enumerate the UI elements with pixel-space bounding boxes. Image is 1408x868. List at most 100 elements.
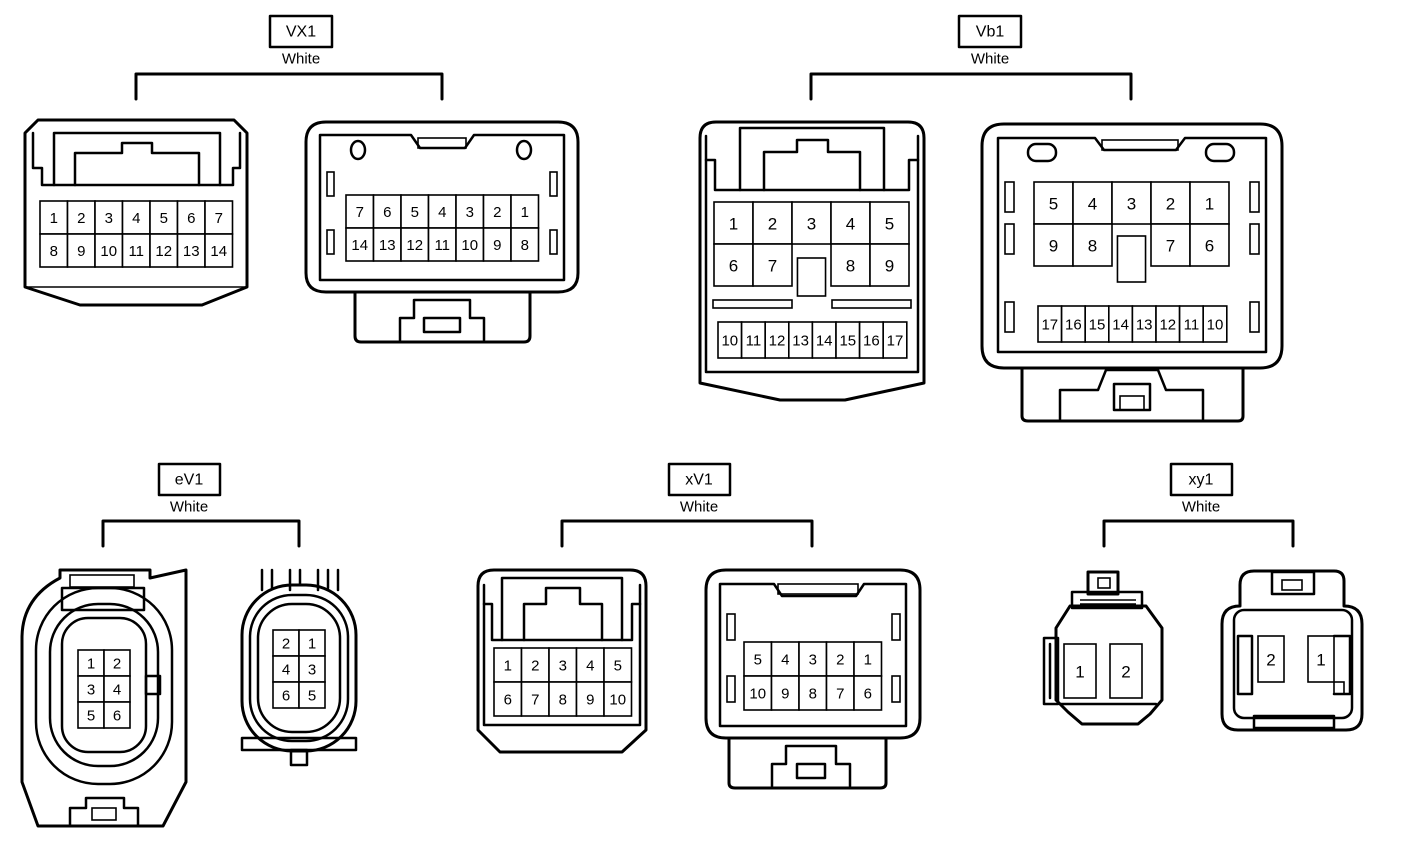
pin-number: 5 xyxy=(308,688,316,705)
pin-cell xyxy=(400,227,430,262)
pin-cell xyxy=(1189,181,1230,225)
pin-cell xyxy=(1072,223,1113,267)
pin-number: 1 xyxy=(864,652,872,669)
pin-number: 1 xyxy=(1205,195,1214,214)
pin-cell xyxy=(298,629,326,657)
pin-number: 6 xyxy=(729,257,738,276)
vb1-id-label: Vb1 xyxy=(976,24,1005,41)
pin-number: 12 xyxy=(769,333,786,350)
pin-number: 4 xyxy=(113,682,121,699)
pin-number: 8 xyxy=(559,692,567,709)
pin-number: 5 xyxy=(885,215,894,234)
pin-cell xyxy=(176,233,206,268)
pin-number: 14 xyxy=(1112,317,1129,334)
pin-number: 4 xyxy=(586,658,594,675)
pin-number: 7 xyxy=(1166,237,1175,256)
pin-cell xyxy=(1257,635,1285,683)
pin-cell xyxy=(882,321,908,359)
pin-cell xyxy=(603,681,633,717)
pin-number: 2 xyxy=(113,656,121,673)
pin-number: 10 xyxy=(749,686,766,703)
pin-number: 9 xyxy=(586,692,594,709)
pin-number: 2 xyxy=(836,652,844,669)
pin-cell xyxy=(869,201,910,245)
pin-cell xyxy=(298,681,326,709)
pin-number: 3 xyxy=(559,658,567,675)
pin-number: 6 xyxy=(383,204,391,221)
pin-cell xyxy=(345,227,375,262)
pin-number: 11 xyxy=(1184,317,1200,334)
pin-cell xyxy=(853,641,883,677)
pin-number: 5 xyxy=(1049,195,1058,214)
pin-number: 2 xyxy=(77,210,85,227)
pin-number: 14 xyxy=(816,333,833,350)
pin-number: 13 xyxy=(183,243,200,260)
pin-cell xyxy=(713,243,754,287)
center-key-block xyxy=(796,257,827,297)
pin-cell xyxy=(1189,223,1230,267)
pin-number: 1 xyxy=(308,636,316,653)
pin-number: 16 xyxy=(863,333,880,350)
pin-cell xyxy=(427,194,457,229)
xy1-label-box xyxy=(1169,462,1234,497)
pin-number: 8 xyxy=(521,237,529,254)
pin-cell xyxy=(752,243,793,287)
pin-number: 8 xyxy=(1088,237,1097,256)
pin-number: 3 xyxy=(1127,195,1136,214)
pin-cell xyxy=(66,233,96,268)
pin-cell xyxy=(272,629,300,657)
pin-cell xyxy=(1072,181,1113,225)
pin-cell xyxy=(455,194,485,229)
pin-number: 2 xyxy=(1266,651,1275,670)
pin-number: 4 xyxy=(438,204,446,221)
pin-cell xyxy=(770,641,800,677)
pin-number: 12 xyxy=(406,237,423,254)
pin-number: 4 xyxy=(781,652,789,669)
xv1-bracket xyxy=(560,519,814,548)
pin-number: 3 xyxy=(466,204,474,221)
pin-number: 17 xyxy=(1041,317,1058,334)
pin-cell xyxy=(176,200,206,235)
pin-cell xyxy=(103,701,131,729)
pin-cell xyxy=(830,243,871,287)
pin-cell xyxy=(298,655,326,683)
vx1-label-box xyxy=(268,14,334,49)
pin-cell xyxy=(1307,635,1335,683)
pin-cell xyxy=(743,675,773,711)
ev1-bracket xyxy=(101,519,301,548)
pin-number: 1 xyxy=(729,215,738,234)
pin-number: 15 xyxy=(1089,317,1106,334)
pin-cell xyxy=(791,201,832,245)
pin-cell xyxy=(204,233,234,268)
pin-number: 3 xyxy=(87,682,95,699)
pin-cell xyxy=(1033,223,1074,267)
pin-number: 3 xyxy=(807,215,816,234)
pin-number: 4 xyxy=(846,215,855,234)
pin-cell xyxy=(1109,643,1143,699)
pin-number: 1 xyxy=(521,204,529,221)
pin-number: 4 xyxy=(282,662,290,679)
pin-number: 6 xyxy=(504,692,512,709)
pin-number: 14 xyxy=(351,237,368,254)
pin-cell xyxy=(121,233,151,268)
pin-cell xyxy=(372,227,402,262)
pin-number: 12 xyxy=(1159,317,1176,334)
pin-number: 4 xyxy=(1088,195,1097,214)
vx1-id-label: VX1 xyxy=(286,24,316,41)
pin-number: 8 xyxy=(846,257,855,276)
vx1-bracket xyxy=(134,72,444,101)
pin-cell xyxy=(372,194,402,229)
pin-number: 5 xyxy=(754,652,762,669)
pin-number: 15 xyxy=(839,333,856,350)
